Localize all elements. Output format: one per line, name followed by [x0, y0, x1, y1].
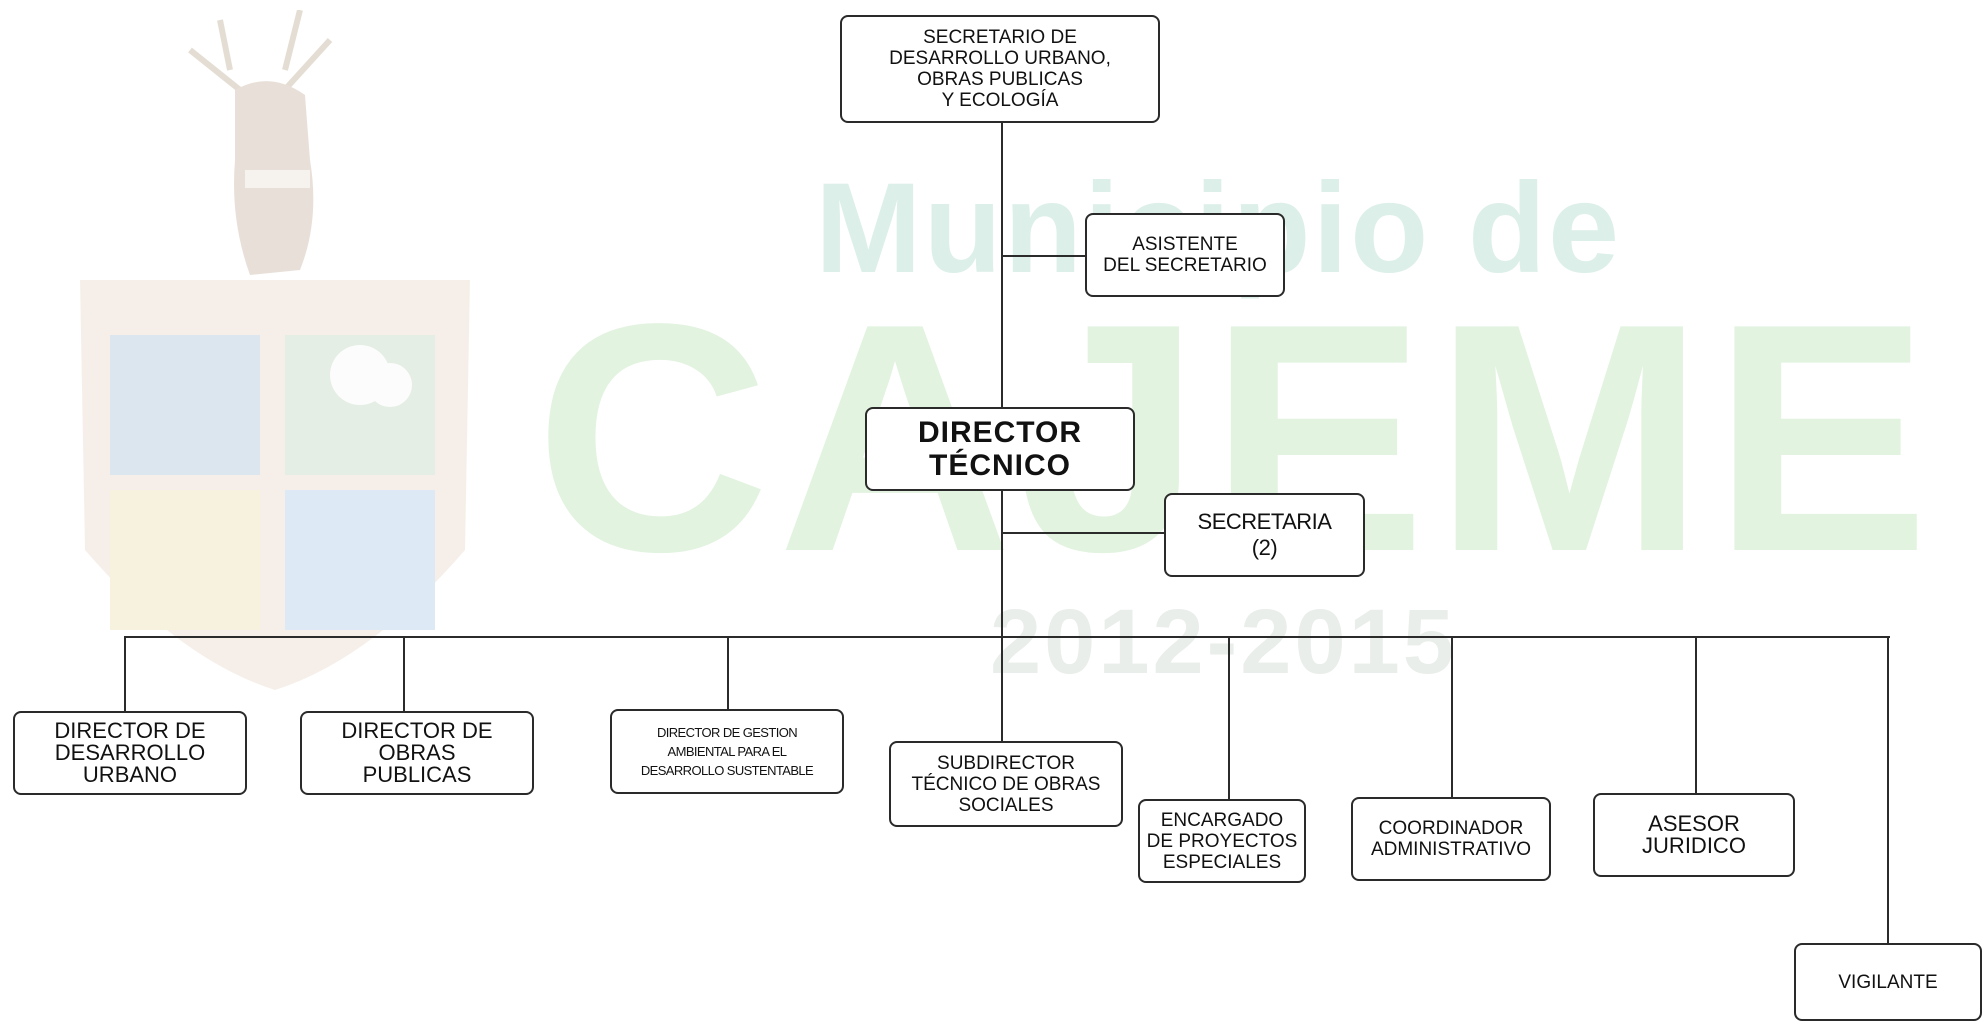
box-dir-gestion-label: DIRECTOR DE GESTION AMBIENTAL PARA EL DE… [640, 725, 814, 778]
box-asesor-label: ASESOR JURIDICO [1642, 811, 1746, 858]
box-director-tecnico-label: DIRECTOR TÉCNICO [917, 416, 1083, 482]
box-encargado-label: ENCARGADO DE PROYECTOS ESPECIALES [1146, 809, 1298, 873]
box-vigilante: VIGILANTE [1794, 943, 1982, 1021]
box-dir-obras-label: DIRECTOR DE OBRAS PUBLICAS [341, 718, 493, 787]
connector-dir-obras [403, 636, 405, 712]
connector-secretaria [1002, 532, 1165, 534]
connector-vigilante [1887, 636, 1889, 944]
box-secretaria: SECRETARIA (2) [1164, 493, 1365, 577]
connector-dir-desarrollo [124, 636, 126, 712]
box-dir-gestion: DIRECTOR DE GESTION AMBIENTAL PARA EL DE… [610, 709, 844, 794]
connector-asistente [1002, 255, 1086, 257]
box-asistente-label: ASISTENTE DEL SECRETARIO [1103, 234, 1267, 276]
connector-main-top [1001, 122, 1003, 408]
connector-dir-gestion [727, 636, 729, 710]
box-coordinador: COORDINADOR ADMINISTRATIVO [1351, 797, 1551, 881]
connector-asesor [1695, 636, 1697, 794]
box-secretario-label: SECRETARIO DE DESARROLLO URBANO, OBRAS P… [889, 27, 1111, 111]
municipal-crest-watermark [80, 10, 470, 690]
connector-main-bottom [1001, 490, 1003, 742]
box-encargado: ENCARGADO DE PROYECTOS ESPECIALES [1138, 799, 1306, 883]
watermark-years: 2012-2015 [990, 591, 1457, 693]
connector-horizontal-bus [124, 636, 1890, 638]
box-dir-desarrollo: DIRECTOR DE DESARROLLO URBANO [13, 711, 247, 795]
box-asesor: ASESOR JURIDICO [1593, 793, 1795, 877]
box-vigilante-label: VIGILANTE [1838, 971, 1938, 993]
box-asistente: ASISTENTE DEL SECRETARIO [1085, 213, 1285, 297]
box-coordinador-label: COORDINADOR ADMINISTRATIVO [1370, 818, 1532, 860]
box-director-tecnico: DIRECTOR TÉCNICO [865, 407, 1135, 491]
box-subdirector: SUBDIRECTOR TÉCNICO DE OBRAS SOCIALES [889, 741, 1123, 827]
connector-encargado [1228, 636, 1230, 800]
box-dir-desarrollo-label: DIRECTOR DE DESARROLLO URBANO [54, 718, 206, 787]
connector-coordinador [1451, 636, 1453, 798]
box-secretario: SECRETARIO DE DESARROLLO URBANO, OBRAS P… [840, 15, 1160, 123]
box-dir-obras: DIRECTOR DE OBRAS PUBLICAS [300, 711, 534, 795]
box-subdirector-label: SUBDIRECTOR TÉCNICO DE OBRAS SOCIALES [911, 752, 1101, 816]
box-secretaria-label: SECRETARIA (2) [1197, 509, 1332, 560]
